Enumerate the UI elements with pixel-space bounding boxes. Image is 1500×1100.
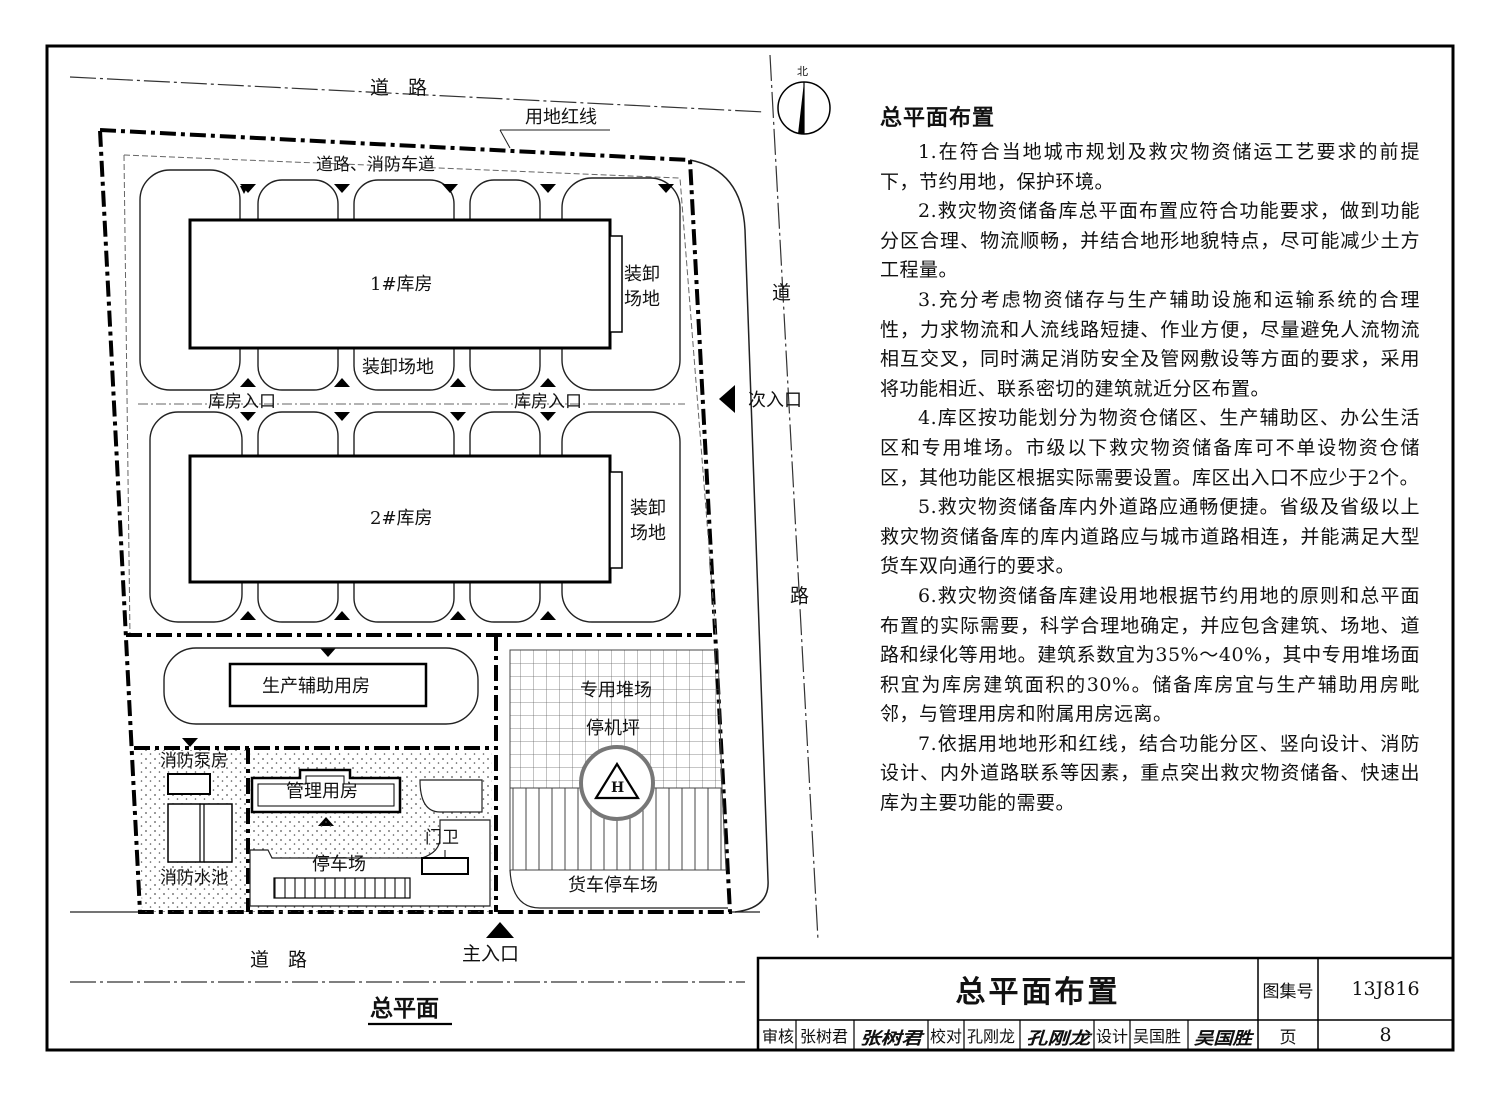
warehouse-1 <box>188 218 612 350</box>
helipad <box>579 745 655 821</box>
red-line-label: 用地红线 <box>525 107 597 128</box>
road-right-top-label: 道 <box>772 282 791 304</box>
road-right-centerline <box>769 54 819 941</box>
aux-building-label: 生产辅助用房 <box>262 676 370 697</box>
warehouse-entry-right-label: 库房入口 <box>514 392 582 412</box>
note-item: 7.依据用地地形和红线，结合功能分区、竖向设计、消防设计、内外道路联系等因素，重… <box>880 732 1420 815</box>
management-label: 管理用房 <box>286 781 358 802</box>
secondary-entrance-label: 次入口 <box>748 390 802 411</box>
fire-pool-label: 消防水池 <box>160 868 228 888</box>
special-yard-label: 专用堆场 <box>580 680 652 701</box>
road-right-bottom-label: 路 <box>790 585 809 607</box>
review-name: 张树君 <box>800 1027 848 1046</box>
north-label: 北 <box>797 65 808 78</box>
fire-lane-label: 道路、消防车道 <box>316 155 435 175</box>
loading-area-mid-label: 装卸场地 <box>362 357 434 378</box>
loading-area-2-label-b: 场地 <box>630 523 666 544</box>
review-signature: 张树君 <box>860 1029 926 1049</box>
main-entrance-label: 主入口 <box>462 943 519 965</box>
guard-label: 门卫 <box>425 828 459 848</box>
warehouse-entry-left-label: 库房入口 <box>208 392 276 412</box>
note-item: 1.在符合当地城市规划及救灾物资储运工艺要求的前提下，节约用地，保护环境。 <box>880 141 1420 193</box>
check-label: 校对 <box>930 1027 962 1046</box>
guard-house <box>421 857 469 875</box>
title-block: 总平面布置 图集号 13J816 页 8 <box>758 958 1453 1050</box>
site-red-line <box>97 127 733 914</box>
atlas-number: 13J816 <box>1351 978 1420 1000</box>
road-top-centerline <box>69 76 766 113</box>
warehouse-2-dock <box>609 471 623 569</box>
loading-area-2-label-a: 装卸 <box>630 498 666 519</box>
aux-building <box>228 662 428 708</box>
helipad-mark: H <box>611 780 624 796</box>
design-signature: 吴国胜 <box>1194 1029 1255 1049</box>
parking-label: 停车场 <box>312 854 366 875</box>
truck-parking-label: 货车停车场 <box>568 875 658 896</box>
warehouse-1-dock <box>609 235 623 333</box>
check-name: 孔刚龙 <box>967 1027 1015 1046</box>
parking-stalls <box>273 877 411 899</box>
drawing-caption: 总平面 <box>370 995 439 1022</box>
title-block-frame <box>756 956 1455 1052</box>
notes-heading: 总平面布置 <box>880 105 996 131</box>
page-label: 页 <box>1279 1027 1297 1048</box>
atlas-number-label: 图集号 <box>1262 981 1314 1002</box>
note-item: 4.库区按功能划分为物资仓储区、生产辅助区、办公生活区和专用堆场。市级以下救灾物… <box>880 407 1420 489</box>
loading-area-1-label-b: 场地 <box>624 289 660 310</box>
warehouse-2-label: 2#库房 <box>370 508 433 529</box>
design-notes: 总平面布置 1.在符合当地城市规划及救灾物资储运工艺要求的前提下，节约用地，保护… <box>880 100 1420 819</box>
warehouse-1-label: 1#库房 <box>370 274 433 295</box>
note-item: 3.充分考虑物资储存与生产辅助设施和运输系统的合理性，力求物流和人流线路短捷、作… <box>880 288 1420 400</box>
sheet-frame <box>45 44 1455 1052</box>
road-curb-right <box>689 159 769 913</box>
design-name: 吴国胜 <box>1133 1027 1181 1046</box>
design-label: 设计 <box>1096 1027 1128 1046</box>
note-item: 2.救灾物资储备库总平面布置应符合功能要求，做到功能分区合理、物流顺畅，并结合地… <box>880 200 1420 282</box>
road-bottom-label: 道 路 <box>250 949 307 971</box>
helipad-label: 停机坪 <box>586 718 640 739</box>
check-signature: 孔刚龙 <box>1026 1029 1094 1049</box>
review-label: 审核 <box>762 1027 794 1046</box>
loading-area-1-label-a: 装卸 <box>624 264 660 285</box>
fire-pump-room-label: 消防泵房 <box>160 751 228 771</box>
note-item: 5.救灾物资储备库内外道路应通畅便捷。省级及省级以上救灾物资储备库的库内道路应与… <box>880 496 1420 578</box>
management-building <box>250 768 402 814</box>
note-item: 6.救灾物资储备库建设用地根据节约用地的原则和总平面布置的实际需要，科学合理地确… <box>880 584 1420 726</box>
road-top-label: 道 路 <box>370 77 427 99</box>
sheet-title: 总平面布置 <box>955 975 1121 1010</box>
fire-pump-room <box>167 773 211 795</box>
page-number: 8 <box>1379 1024 1392 1046</box>
